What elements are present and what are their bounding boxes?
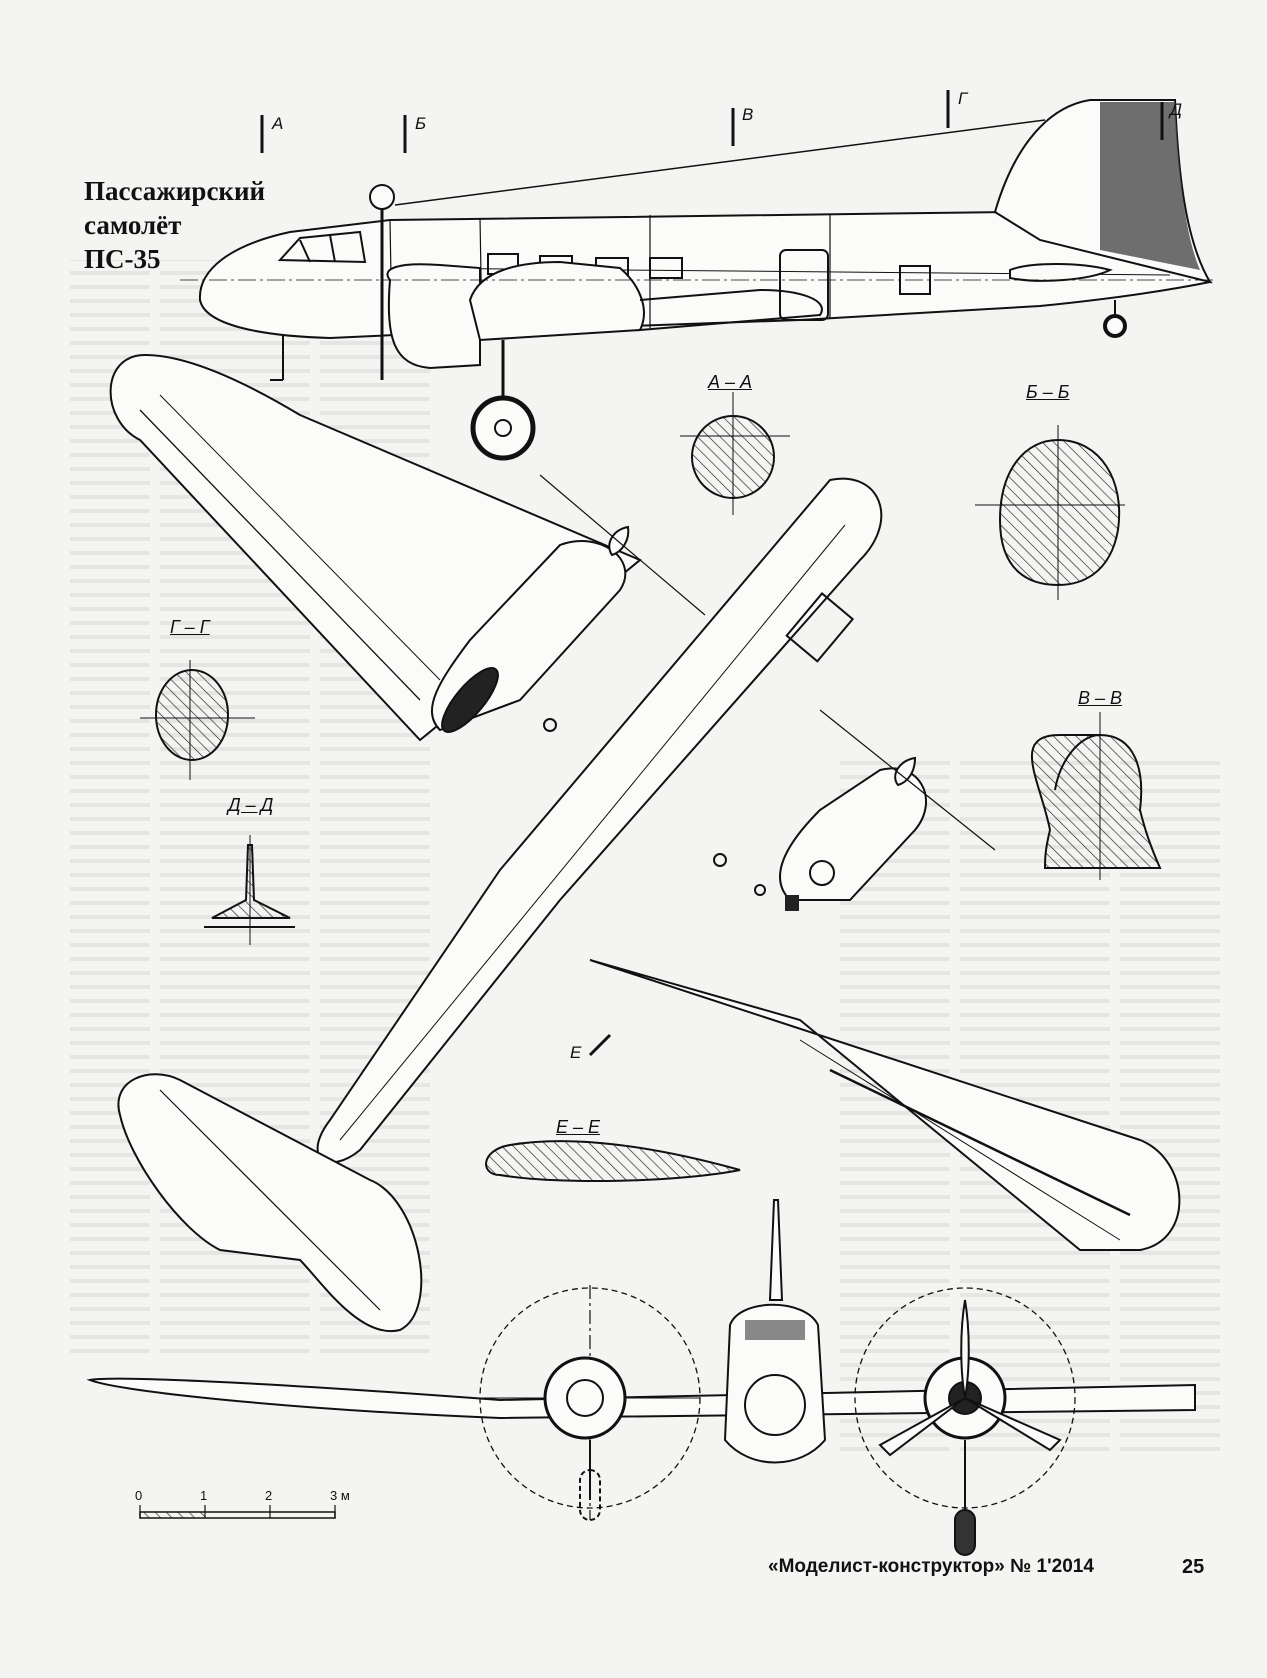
section-label-ee: Е – Е [556,1117,601,1137]
cut-marker-v: В [742,105,754,124]
scale-tick-2: 2 [265,1488,273,1503]
scale-bar [139,1505,336,1519]
section-label-dd: Д – Д [228,795,274,815]
section-label-aa: А – А [708,372,753,392]
cut-marker-b: Б [415,114,427,133]
cut-marker-e: Е [570,1043,582,1062]
top-view [109,353,1181,1333]
section-cut-markers [260,90,1164,1057]
cut-marker-d: Д [1170,100,1182,119]
scale-tick-3: 3 м [330,1488,350,1503]
drawing-title: Пассажирский самолёт ПС-35 [84,174,265,276]
cut-marker-a: А [272,114,284,133]
cut-marker-g: Г [958,89,968,108]
section-label-bb: Б – Б [1026,382,1070,402]
section-label-vv: В – В [1078,688,1123,708]
sections [140,392,1162,1182]
title-line-1: Пассажирский [84,176,266,206]
scale-tick-0: 0 [135,1488,143,1503]
title-line-2: самолёт [84,210,182,240]
page-number: 25 [1182,1556,1205,1578]
front-view [86,1199,1196,1556]
magazine-footer: «Моделист-конструктор» № 1'2014 [768,1556,1094,1577]
section-label-gg: Г – Г [170,617,210,637]
title-line-3: ПС-35 [84,244,161,274]
side-view [180,99,1215,461]
scale-tick-1: 1 [200,1488,208,1503]
